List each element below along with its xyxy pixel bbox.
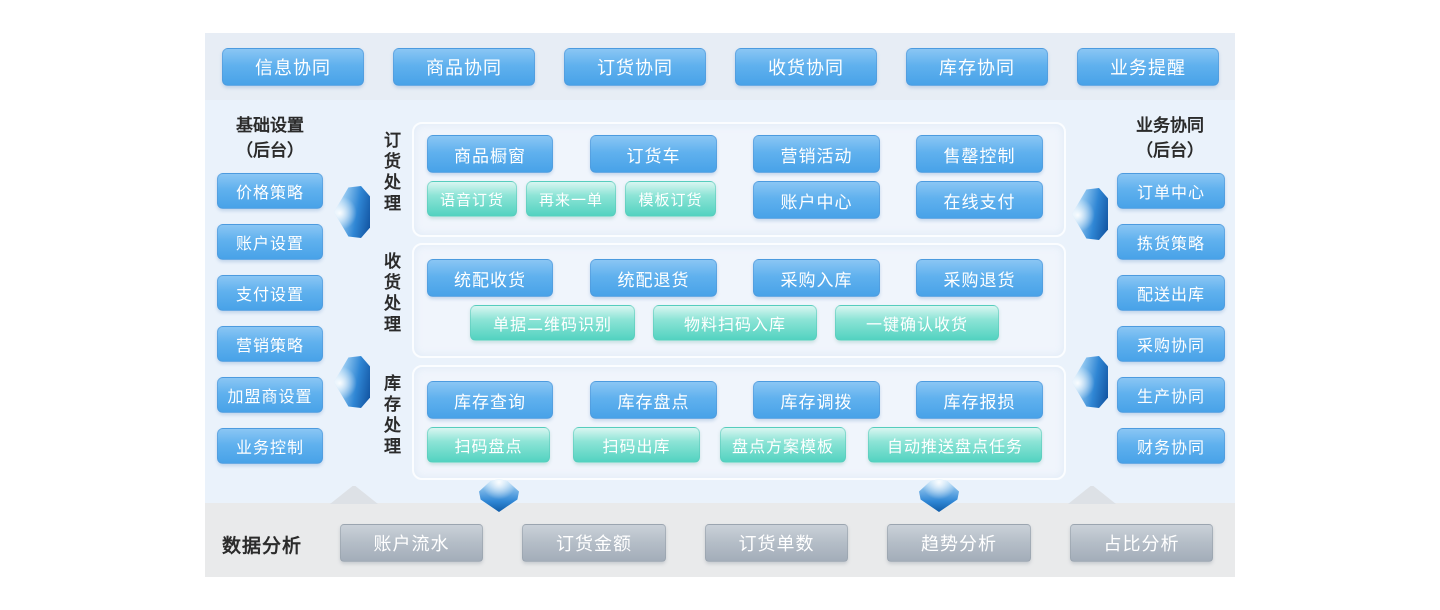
top-nav-item-receive-collab[interactable]: 收货协同	[735, 48, 877, 86]
top-nav-item-product-collab[interactable]: 商品协同	[393, 48, 535, 86]
receiving-item-qrcode-recognition[interactable]: 单据二维码识别	[470, 305, 635, 341]
right-panel-item-purchase-collab[interactable]: 采购协同	[1117, 326, 1225, 362]
left-panel-item-account-settings[interactable]: 账户设置	[217, 224, 323, 260]
ordering-item-online-payment[interactable]: 在线支付	[916, 181, 1043, 219]
ordering-item-soldout-control[interactable]: 售罄控制	[916, 135, 1043, 173]
left-panel-title-line1: 基础设置	[236, 116, 304, 135]
receiving-item-unified-receive[interactable]: 统配收货	[427, 259, 553, 297]
ordering-item-marketing-activity[interactable]: 营销活动	[753, 135, 880, 173]
right-panel-item-picking-strategy[interactable]: 拣货策略	[1117, 224, 1225, 260]
bottom-panel-title: 数据分析	[222, 536, 303, 557]
inventory-item-stock-count[interactable]: 库存盘点	[590, 381, 717, 419]
ordering-item-template-order[interactable]: 模板订货	[625, 181, 716, 217]
analytics-item-proportion-analysis[interactable]: 占比分析	[1070, 524, 1213, 562]
receiving-item-material-scan-inbound[interactable]: 物料扫码入库	[653, 305, 817, 341]
left-panel-item-business-control[interactable]: 业务控制	[217, 428, 323, 464]
inventory-item-auto-push-count-task[interactable]: 自动推送盘点任务	[868, 427, 1042, 463]
inventory-item-stock-loss[interactable]: 库存报损	[916, 381, 1043, 419]
right-panel-item-production-collab[interactable]: 生产协同	[1117, 377, 1225, 413]
top-nav-item-inventory-collab[interactable]: 库存协同	[906, 48, 1048, 86]
receiving-item-unified-return[interactable]: 统配退货	[590, 259, 717, 297]
left-panel-item-price-strategy[interactable]: 价格策略	[217, 173, 323, 209]
receiving-item-one-click-confirm[interactable]: 一键确认收货	[835, 305, 999, 341]
ordering-item-account-center[interactable]: 账户中心	[753, 181, 880, 219]
right-panel-item-order-center[interactable]: 订单中心	[1117, 173, 1225, 209]
inventory-item-scan-outbound[interactable]: 扫码出库	[573, 427, 700, 463]
left-panel-item-marketing-strategy[interactable]: 营销策略	[217, 326, 323, 362]
top-nav-item-business-reminder[interactable]: 业务提醒	[1077, 48, 1219, 86]
section-label-inventory: 库存处理	[381, 374, 400, 458]
top-strip-background	[205, 33, 1235, 100]
right-panel-title: 业务协同 （后台）	[1114, 113, 1226, 163]
analytics-item-order-amount[interactable]: 订货金额	[522, 524, 666, 562]
left-panel-item-payment-settings[interactable]: 支付设置	[217, 275, 323, 311]
left-panel-item-franchisee-settings[interactable]: 加盟商设置	[217, 377, 323, 413]
analytics-item-account-flow[interactable]: 账户流水	[340, 524, 483, 562]
top-nav-item-info-collab[interactable]: 信息协同	[222, 48, 364, 86]
left-panel-title: 基础设置 （后台）	[214, 113, 326, 163]
section-label-ordering: 订货处理	[381, 131, 400, 215]
inventory-item-stock-query[interactable]: 库存查询	[427, 381, 553, 419]
right-panel-item-finance-collab[interactable]: 财务协同	[1117, 428, 1225, 464]
ordering-item-voice-order[interactable]: 语音订货	[427, 181, 517, 217]
ordering-item-order-cart[interactable]: 订货车	[590, 135, 717, 173]
analytics-item-order-count[interactable]: 订货单数	[705, 524, 848, 562]
inventory-item-count-plan-template[interactable]: 盘点方案模板	[720, 427, 846, 463]
right-panel-title-line1: 业务协同	[1136, 116, 1204, 135]
ordering-item-reorder[interactable]: 再来一单	[526, 181, 616, 217]
inventory-item-scan-count[interactable]: 扫码盘点	[427, 427, 550, 463]
receiving-item-purchase-return[interactable]: 采购退货	[916, 259, 1043, 297]
right-panel-item-delivery-outbound[interactable]: 配送出库	[1117, 275, 1225, 311]
ordering-item-product-showcase[interactable]: 商品橱窗	[427, 135, 553, 173]
receiving-item-purchase-inbound[interactable]: 采购入库	[753, 259, 880, 297]
right-panel-title-line2: （后台）	[1136, 141, 1204, 160]
analytics-item-trend-analysis[interactable]: 趋势分析	[887, 524, 1031, 562]
top-nav-item-order-collab[interactable]: 订货协同	[564, 48, 706, 86]
left-panel-title-line2: （后台）	[236, 141, 304, 160]
section-label-receiving: 收货处理	[381, 252, 400, 336]
inventory-item-stock-transfer[interactable]: 库存调拨	[753, 381, 880, 419]
